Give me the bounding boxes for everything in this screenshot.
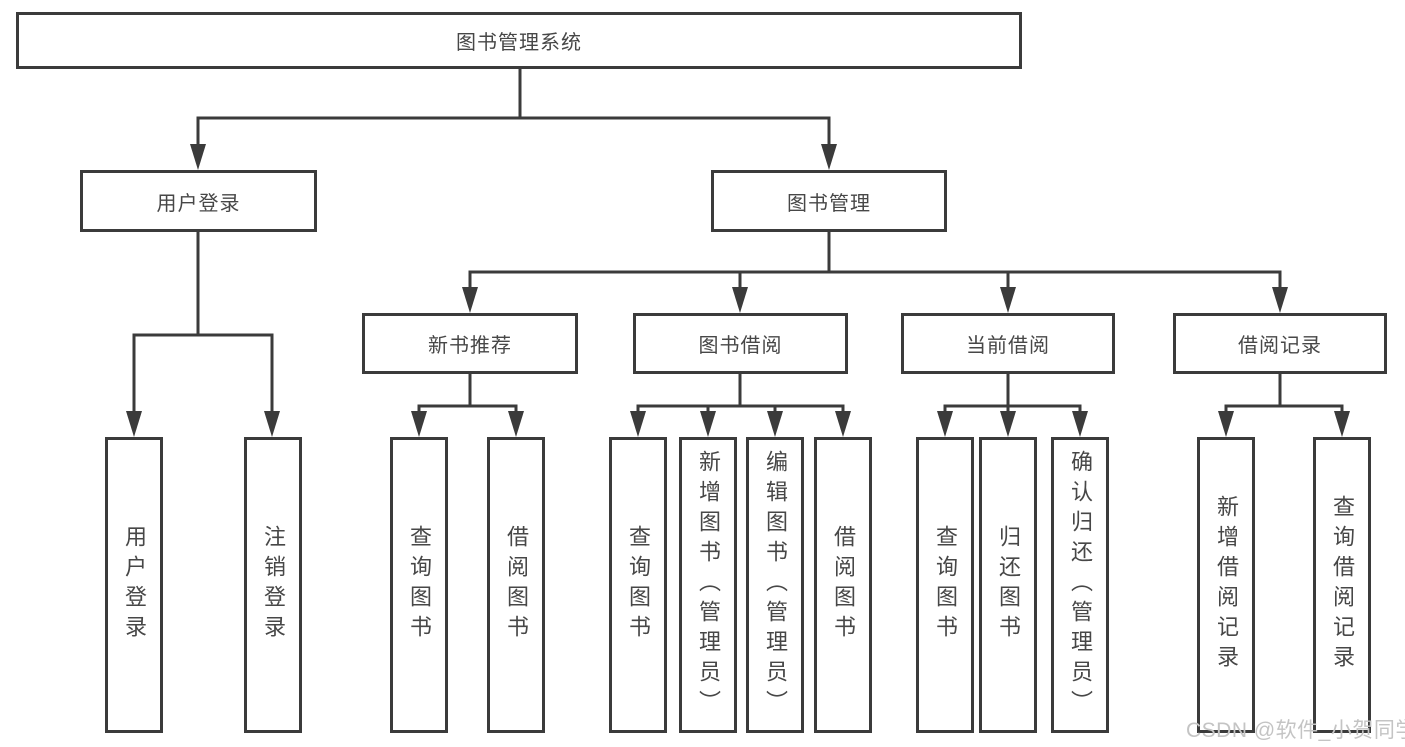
node-user-login: 用户登录	[80, 170, 317, 232]
arrowhead-group	[126, 144, 1350, 437]
node-book-management: 图书管理	[711, 170, 947, 232]
leaf-query-borrow-record: 查询借阅记录	[1313, 437, 1371, 733]
leaf-query-book-2: 查询图书	[609, 437, 667, 733]
leaf-borrow-book-1: 借阅图书	[487, 437, 545, 733]
leaf-edit-book-admin: 编辑图书（管理员）	[746, 437, 804, 733]
node-new-book-recommend: 新书推荐	[362, 313, 578, 374]
leaf-confirm-return-admin: 确认归还（管理员）	[1051, 437, 1109, 733]
node-root-library-system: 图书管理系统	[16, 12, 1022, 69]
leaf-logout: 注销登录	[244, 437, 302, 733]
watermark: CSDN @软件_小贺同学	[1186, 719, 1405, 742]
leaf-query-book-3: 查询图书	[916, 437, 974, 733]
node-book-borrow: 图书借阅	[633, 313, 848, 374]
node-borrow-record: 借阅记录	[1173, 313, 1387, 374]
leaf-borrow-book-2: 借阅图书	[814, 437, 872, 733]
leaf-add-borrow-record: 新增借阅记录	[1197, 437, 1255, 733]
node-current-borrow: 当前借阅	[901, 313, 1115, 374]
leaf-return-book: 归还图书	[979, 437, 1037, 733]
leaf-query-book-1: 查询图书	[390, 437, 448, 733]
leaf-add-book-admin: 新增图书（管理员）	[679, 437, 737, 733]
leaf-user-login: 用户登录	[105, 437, 163, 733]
